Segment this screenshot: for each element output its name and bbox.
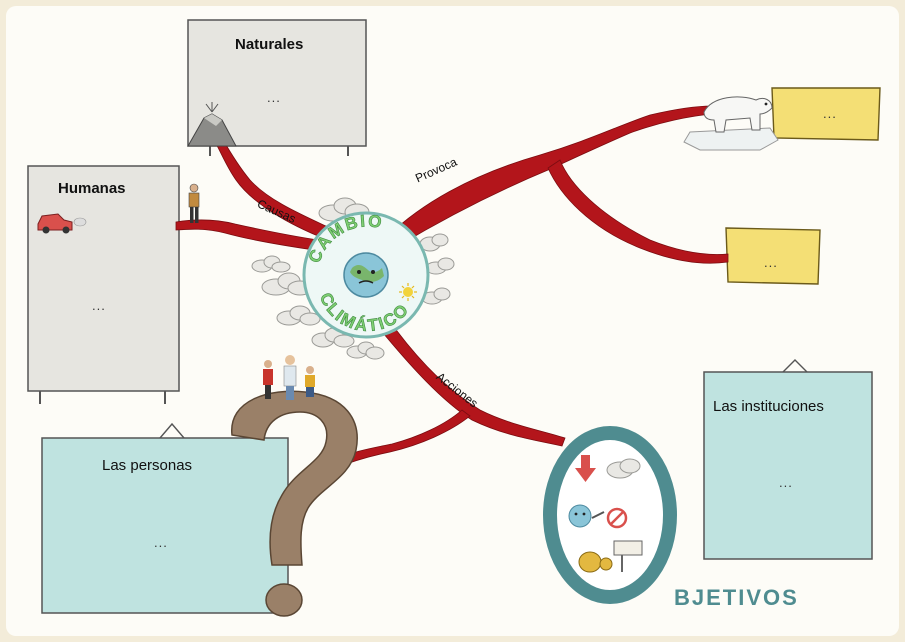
institutions-board-body: ... <box>779 475 793 490</box>
question-mark-icon <box>231 390 358 617</box>
cloud-icon <box>606 458 641 479</box>
sticky-note-top <box>771 87 881 141</box>
money-bag-icon <box>578 551 613 573</box>
polar-bear-icon <box>683 96 779 151</box>
thermometer-icon <box>591 511 605 519</box>
objectives-ring <box>543 426 677 604</box>
volcano-icon <box>187 102 237 147</box>
human-causes-title: Humanas <box>58 180 126 197</box>
cloud-icon <box>276 305 321 326</box>
sun-icon <box>399 283 417 301</box>
institutions-board <box>703 359 873 560</box>
cloud-icon <box>261 272 313 296</box>
cloud-icon <box>346 341 385 360</box>
branch-provokes-lower <box>547 159 729 264</box>
man-figure-icon <box>188 183 200 223</box>
sticky-note-top-body: ... <box>823 106 837 121</box>
car-icon <box>37 213 87 234</box>
objectives-label: BJETIVOS <box>674 585 799 610</box>
sign-icon <box>613 540 643 572</box>
human-causes-body: ... <box>92 298 106 313</box>
natural-causes-title: Naturales <box>235 36 304 53</box>
cloud-icon <box>419 233 449 252</box>
center-globe: CAMBIO CLIMÁTICO <box>302 211 430 339</box>
sticky-note-bottom <box>725 227 821 285</box>
prohibited-icon <box>606 507 628 529</box>
human-causes-board <box>27 165 180 404</box>
cloud-icon <box>311 327 355 348</box>
down-arrow-icon <box>575 455 596 482</box>
branch-actions <box>373 315 566 447</box>
branch-human <box>175 219 319 251</box>
cloud-icon <box>425 257 455 275</box>
cloud-icon <box>251 255 291 273</box>
institutions-board-title: Las instituciones <box>713 398 824 415</box>
people-board-body: ... <box>154 535 168 550</box>
branch-natural <box>213 137 331 237</box>
earth-icon <box>568 504 592 528</box>
people-group-icon <box>263 355 315 400</box>
sticky-note-bottom-body: ... <box>764 255 778 270</box>
people-board <box>41 422 289 614</box>
people-board-title: Las personas <box>102 457 193 474</box>
natural-causes-body: ... <box>267 90 281 105</box>
